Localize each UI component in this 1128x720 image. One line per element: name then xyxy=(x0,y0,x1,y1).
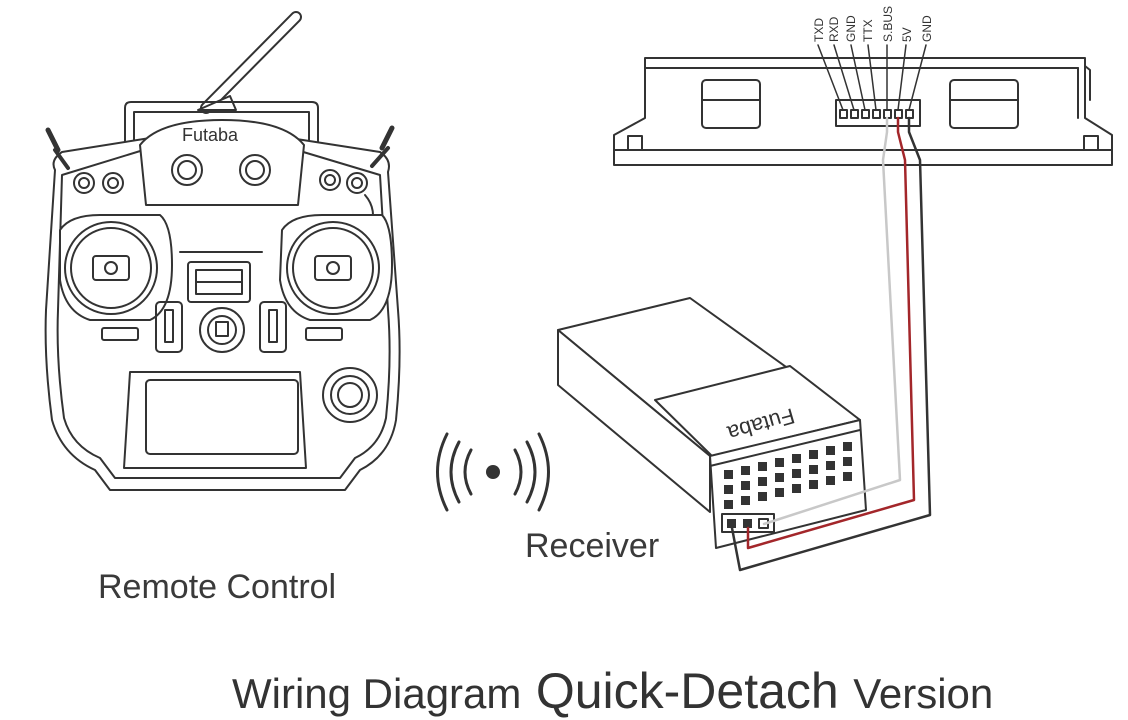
left-toggle-switches xyxy=(45,127,124,194)
pin-label-ttx: TTX xyxy=(861,19,875,42)
fc-connector xyxy=(835,99,921,127)
remote-control-label: Remote Control xyxy=(98,568,337,606)
sbus-cable xyxy=(730,116,932,572)
pin-label-txd: TXD xyxy=(812,18,826,42)
flight-controller: TXD RXD GND TTX S.BUS 5V GND xyxy=(613,6,1113,166)
right-stick-gimbal xyxy=(279,214,393,321)
right-top-knob xyxy=(239,154,271,186)
remote-control: Futaba xyxy=(44,11,401,491)
jog-dial xyxy=(322,367,378,423)
diagram-caption: Wiring Diagram Quick-Detach Version xyxy=(232,662,993,720)
carry-handle xyxy=(124,101,319,149)
caption-part-1: Wiring Diagram xyxy=(232,670,522,717)
lcd-screen xyxy=(123,371,307,469)
receiver: Futaba xyxy=(557,297,867,549)
wireless-signal-icon xyxy=(436,432,550,512)
right-toggle-switches xyxy=(319,125,395,246)
center-controls xyxy=(101,251,343,353)
pin-label-gnd: GND xyxy=(844,15,858,42)
left-top-knob xyxy=(171,154,203,186)
remote-brand: Futaba xyxy=(182,125,239,145)
signal-wire xyxy=(762,116,902,526)
power-wire xyxy=(746,116,916,550)
pin-label-gnd-2: GND xyxy=(920,15,934,42)
caption-part-3: Version xyxy=(853,670,994,717)
receiver-label: Receiver xyxy=(525,527,660,565)
pin-label-rxd: RXD xyxy=(827,16,841,42)
receiver-servo-ports xyxy=(724,442,852,509)
ground-wire xyxy=(730,116,932,572)
pin-leader-lines xyxy=(817,44,927,111)
antenna xyxy=(197,11,302,114)
caption-part-2: Quick-Detach xyxy=(535,663,839,719)
pin-label-5v: 5V xyxy=(900,27,914,42)
pin-label-sbus: S.BUS xyxy=(881,6,895,42)
left-stick-gimbal xyxy=(59,214,173,321)
